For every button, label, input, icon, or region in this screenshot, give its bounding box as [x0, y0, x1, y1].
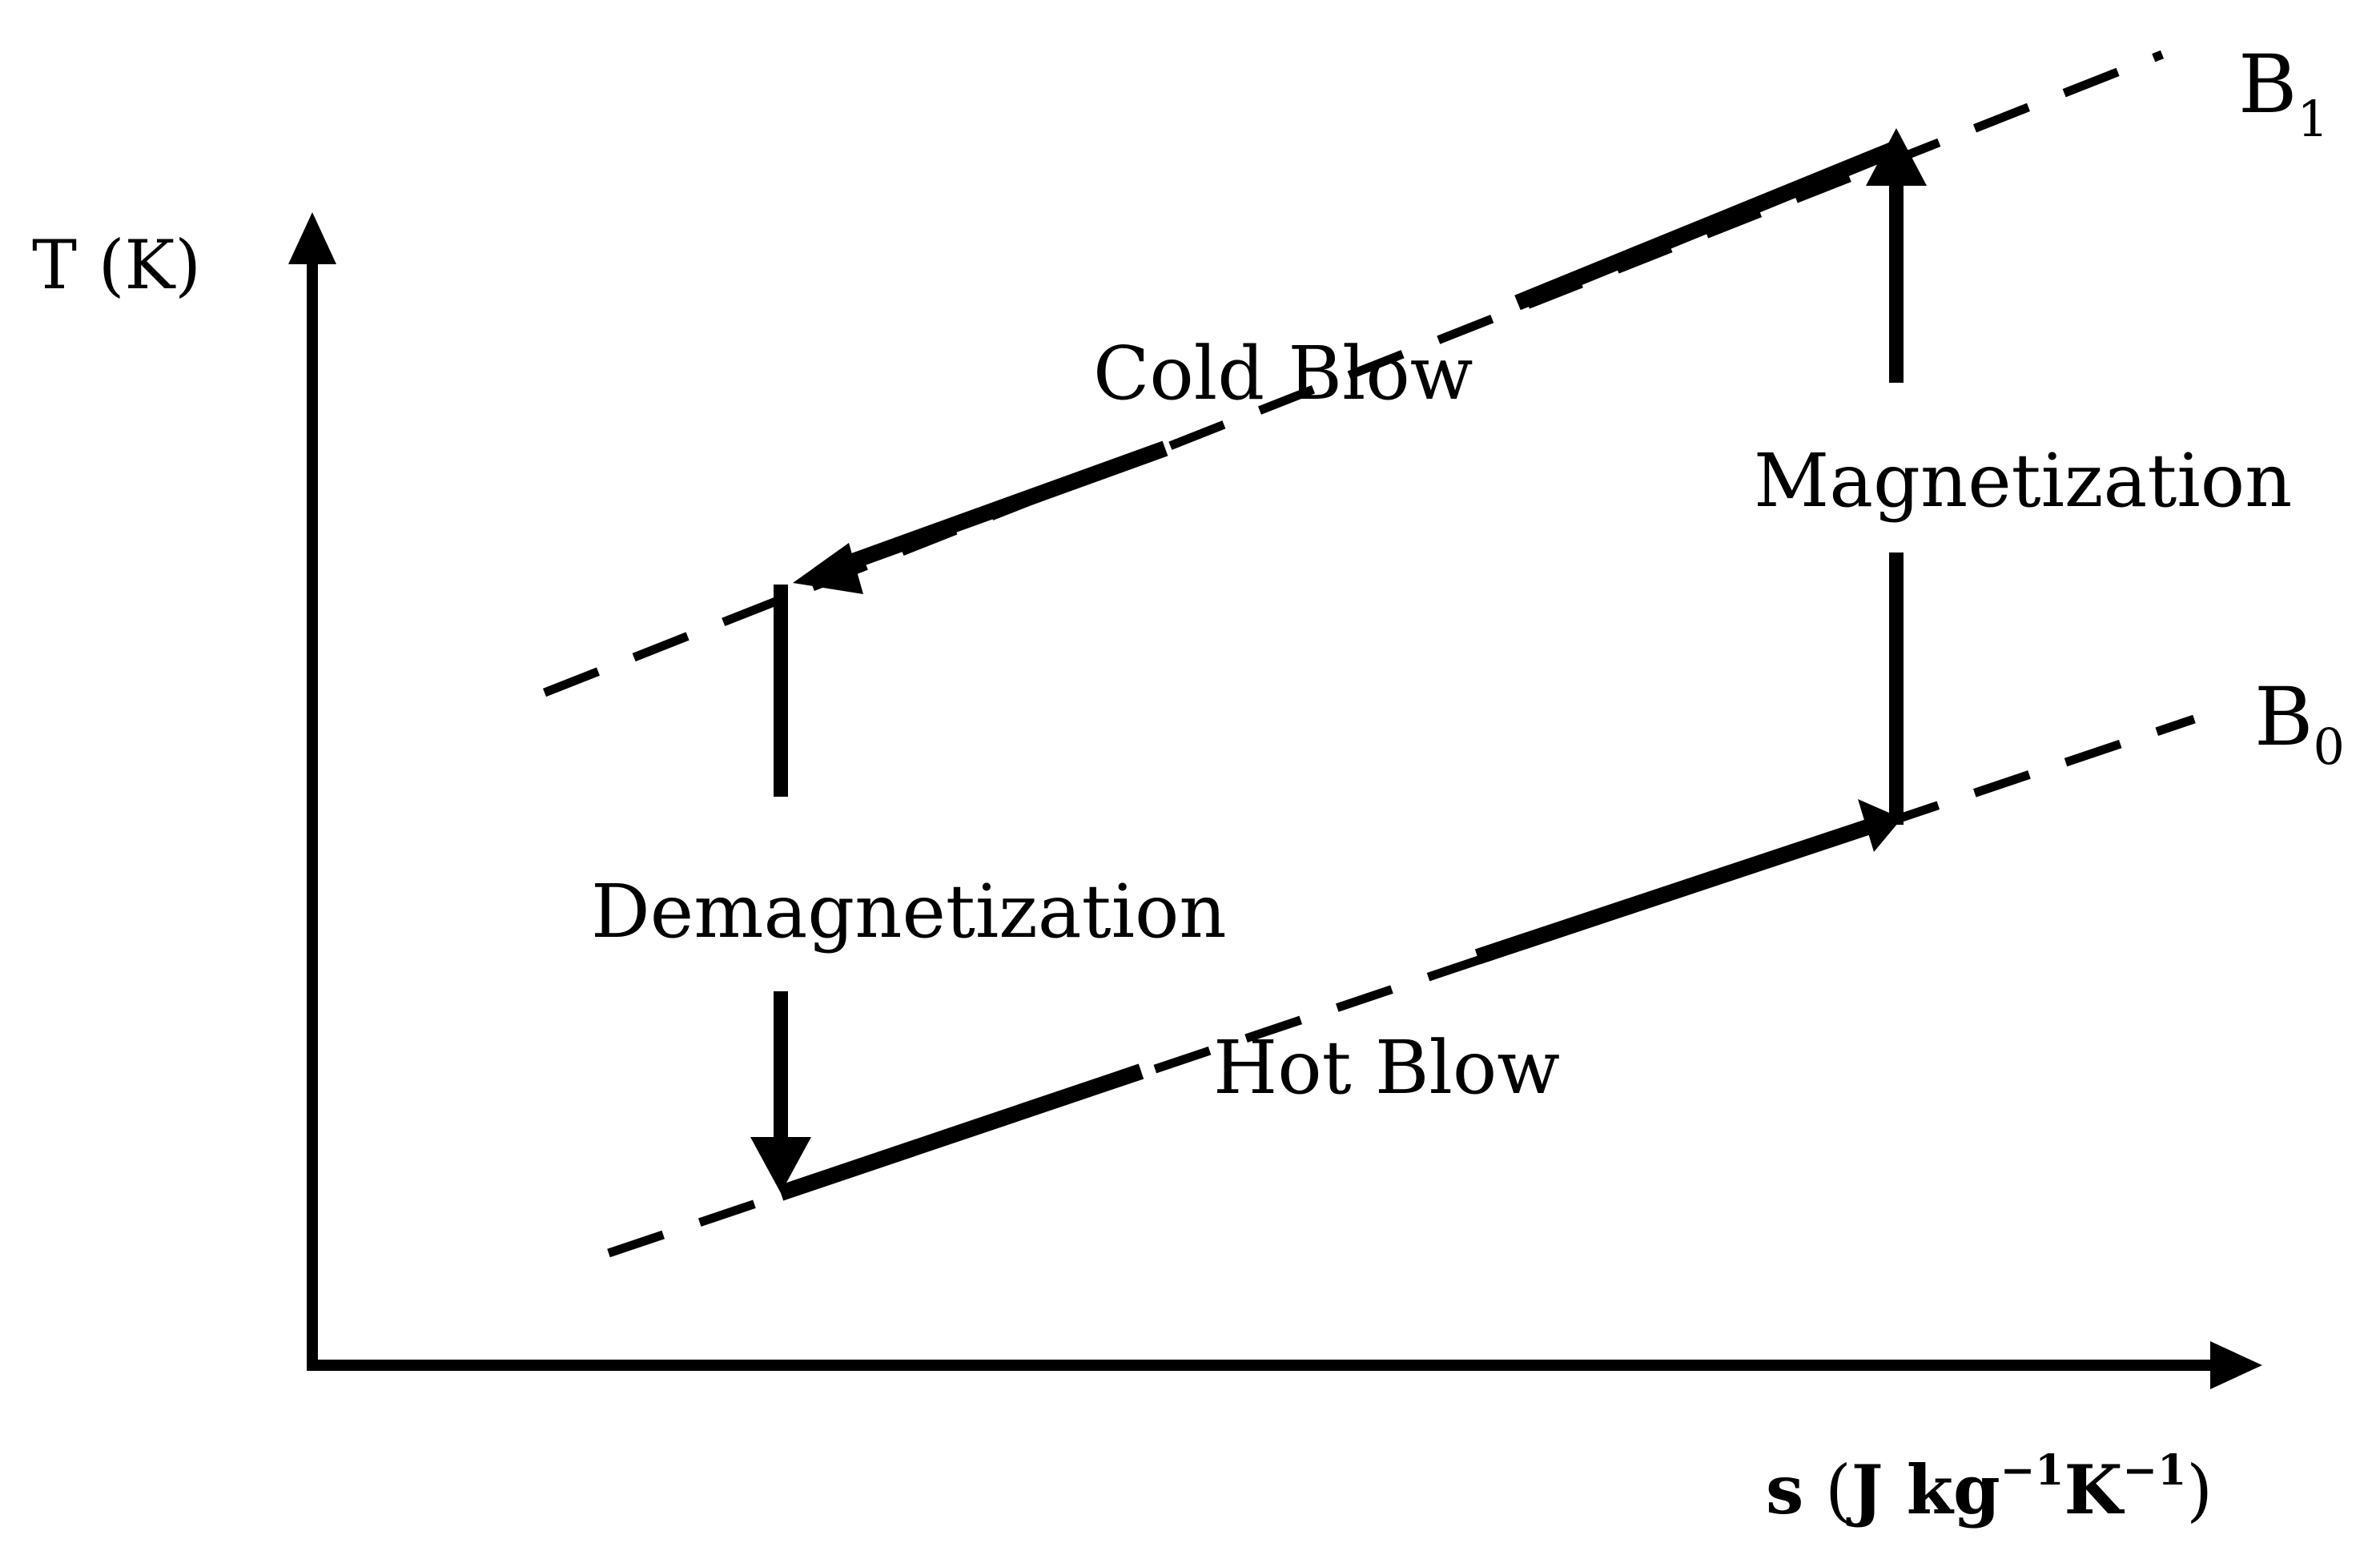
hot-blow-arrowhead-icon: [1858, 799, 1902, 852]
field-label-high-letter: B: [2238, 38, 2298, 131]
hot-blow-path-upper: [1474, 818, 1873, 965]
cold-blow-arrowhead-icon: [793, 543, 863, 594]
axes: [288, 212, 2262, 1389]
x-axis-label-j: J kg: [1846, 1450, 2000, 1529]
labels: T (K) s (J kg−1K−1) B1 B0 Cold Blow Magn…: [32, 38, 2345, 1529]
x-axis-label-exp2: −1: [2123, 1446, 2187, 1495]
magnetization-arrowhead-icon: [1866, 128, 1927, 186]
x-axis-label-exp1: −1: [2000, 1446, 2064, 1495]
x-axis-label: s (J kg−1K−1): [1766, 1446, 2213, 1529]
x-axis-label-main: s: [1766, 1450, 1803, 1529]
cold-blow-path-lower: [830, 440, 1168, 577]
magnetization-label: Magnetization: [1754, 438, 2292, 524]
cycle-paths: [750, 128, 1927, 1201]
x-axis-label-k: K: [2064, 1450, 2125, 1529]
x-axis-arrowhead-icon: [2210, 1341, 2262, 1389]
x-axis-label-close: ): [2186, 1451, 2213, 1529]
cold-blow-label: Cold Blow: [1093, 331, 1473, 416]
x-axis-label-open: (: [1803, 1451, 1851, 1529]
field-label-low: B0: [2254, 670, 2345, 776]
hot-blow-label: Hot Blow: [1213, 1025, 1560, 1111]
field-label-low-letter: B: [2254, 670, 2314, 764]
field-label-high-subscript: 1: [2298, 90, 2329, 148]
field-label-high: B1: [2238, 38, 2329, 148]
demagnetization-arrowhead-icon: [750, 1137, 811, 1193]
demagnetization-label: Demagnetization: [591, 869, 1227, 954]
field-label-low-subscript: 0: [2314, 717, 2345, 776]
hot-blow-path-lower: [778, 1063, 1144, 1201]
y-axis-label: T (K): [32, 226, 201, 304]
cold-blow-path-upper: [1514, 140, 1900, 311]
y-axis-arrowhead-icon: [288, 212, 336, 264]
isofield-line-low: [607, 714, 2196, 1258]
